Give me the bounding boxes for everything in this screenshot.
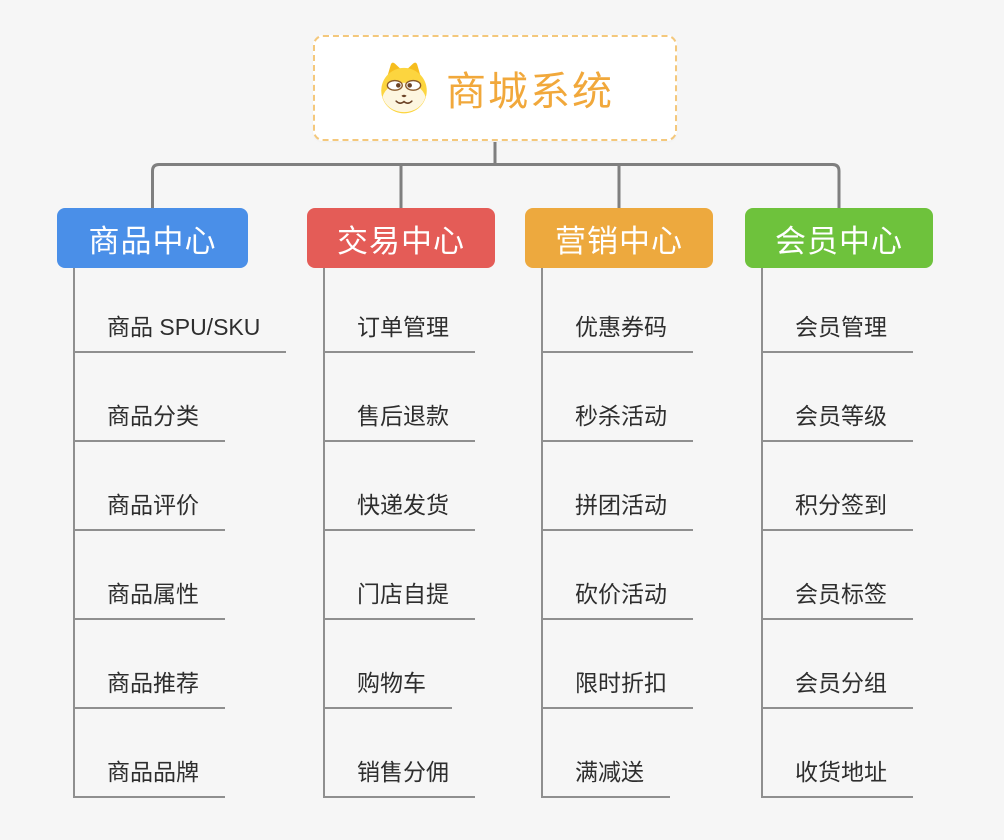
child-node-label[interactable]: 拼团活动 <box>541 486 693 531</box>
child-node-label[interactable]: 会员等级 <box>761 397 913 442</box>
child-node-label[interactable]: 会员管理 <box>761 308 913 353</box>
branch-trunk-line <box>73 268 75 798</box>
branch-trunk-line <box>761 268 763 798</box>
child-node-label[interactable]: 商品品牌 <box>73 753 225 798</box>
branch-trunk-line <box>323 268 325 798</box>
child-node-label[interactable]: 销售分佣 <box>323 753 475 798</box>
child-node-label[interactable]: 商品推荐 <box>73 664 225 709</box>
branch-node-label: 商品中心 <box>88 223 217 259</box>
root-node-title: 商城系统 <box>446 70 614 114</box>
child-node-label[interactable]: 限时折扣 <box>541 664 693 709</box>
branch-column-marketing: 营销中心 优惠券码 秒杀活动 拼团活动 砍价活动 限时折扣 满减送 <box>525 208 713 798</box>
child-node-label[interactable]: 门店自提 <box>323 575 475 620</box>
child-node-label[interactable]: 秒杀活动 <box>541 397 693 442</box>
child-node-label[interactable]: 收货地址 <box>761 753 913 798</box>
child-node-label[interactable]: 商品属性 <box>73 575 225 620</box>
child-node-label[interactable]: 商品分类 <box>73 397 225 442</box>
child-node-label[interactable]: 售后退款 <box>323 397 475 442</box>
child-node-label[interactable]: 商品 SPU/SKU <box>73 308 287 353</box>
branch-trunk-line <box>541 268 543 798</box>
child-node-label[interactable]: 砍价活动 <box>541 575 693 620</box>
branch-column-products: 商品中心 商品 SPU/SKU 商品分类 商品评价 商品属性 商品推荐 商品品牌 <box>57 208 287 798</box>
child-node-label[interactable]: 满减送 <box>541 753 670 798</box>
shiba-dog-icon <box>381 62 427 114</box>
branch-node-marketing[interactable]: 营销中心 <box>525 208 713 268</box>
branch-node-label: 交易中心 <box>337 223 465 259</box>
branch-column-members: 会员中心 会员管理 会员等级 积分签到 会员标签 会员分组 收货地址 <box>745 208 933 798</box>
branch-node-label: 会员中心 <box>775 223 903 259</box>
root-node[interactable]: 商城系统 <box>313 35 677 141</box>
child-node-label[interactable]: 优惠券码 <box>541 308 693 353</box>
child-node-label[interactable]: 商品评价 <box>73 486 225 531</box>
branch-node-label: 营销中心 <box>555 223 683 259</box>
branch-node-trade[interactable]: 交易中心 <box>307 208 495 268</box>
child-node-label[interactable]: 快递发货 <box>323 486 475 531</box>
branch-node-members[interactable]: 会员中心 <box>745 208 933 268</box>
branch-column-trade: 交易中心 订单管理 售后退款 快递发货 门店自提 购物车 销售分佣 <box>307 208 495 798</box>
child-node-label[interactable]: 会员标签 <box>761 575 913 620</box>
child-node-label[interactable]: 订单管理 <box>323 308 475 353</box>
child-node-label[interactable]: 购物车 <box>323 664 452 709</box>
child-node-label[interactable]: 会员分组 <box>761 664 913 709</box>
branch-node-products[interactable]: 商品中心 <box>57 208 248 268</box>
child-node-label[interactable]: 积分签到 <box>761 486 913 531</box>
